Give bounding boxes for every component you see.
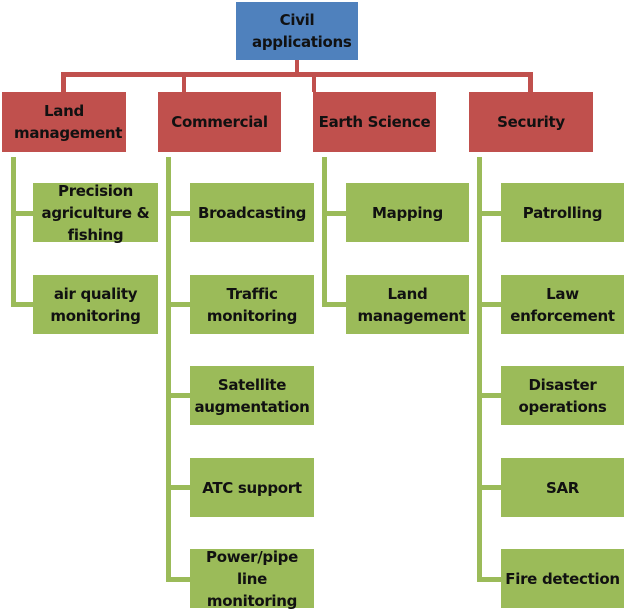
branch <box>477 485 501 490</box>
leaf-precision-agriculture: Precision agriculture & fishing <box>33 182 158 244</box>
leaf-satellite-augmentation: Satellite augmentation <box>190 366 314 425</box>
leaf-fire-detection: Fire detection <box>501 549 624 608</box>
branch <box>477 211 501 216</box>
branch <box>477 577 501 582</box>
branch <box>166 302 190 307</box>
branch <box>166 393 190 398</box>
category-label: Earth Science <box>318 113 431 131</box>
category-label: Land management <box>14 102 123 142</box>
branch <box>11 211 33 216</box>
leaf-label: SAR <box>545 478 580 497</box>
leaf-label: ATC support <box>202 478 302 497</box>
connector-drop-3 <box>312 72 316 92</box>
leaf-label: Fire detection <box>505 569 620 588</box>
leaf-traffic-monitoring: Traffic monitoring <box>190 275 314 334</box>
leaf-sar: SAR <box>501 458 624 517</box>
leaf-label: Precision agriculture & fishing <box>41 181 150 244</box>
category-label: Security <box>497 113 565 131</box>
leaf-label: Law enforcement <box>510 284 615 325</box>
leaf-label: Mapping <box>372 203 443 222</box>
spine-earth-science <box>322 157 327 306</box>
connector-drop-4 <box>528 72 533 92</box>
root-node: Civil applications <box>236 2 358 60</box>
root-connector-stem <box>295 60 299 74</box>
branch <box>166 211 190 216</box>
category-security: Security <box>469 92 593 152</box>
branch <box>11 302 33 307</box>
leaf-label: Broadcasting <box>197 203 307 222</box>
leaf-label: Satellite augmentation <box>194 375 310 416</box>
leaf-power-pipe-line-monitoring: Power/pipe line monitoring <box>190 548 314 610</box>
leaf-label: Traffic monitoring <box>206 284 298 325</box>
leaf-label: air quality monitoring <box>50 284 141 325</box>
connector-drop-2 <box>182 72 186 92</box>
leaf-label: Power/pipe line monitoring <box>206 547 298 610</box>
leaf-label: Land management <box>357 284 466 325</box>
category-label: Commercial <box>171 113 268 131</box>
branch <box>166 485 190 490</box>
spine-security <box>477 157 482 581</box>
leaf-label: Patrolling <box>522 203 603 222</box>
leaf-label: Disaster operations <box>518 375 607 416</box>
branch <box>322 211 346 216</box>
leaf-land-management: Land management <box>346 275 469 334</box>
leaf-patrolling: Patrolling <box>501 183 624 242</box>
category-earth-science: Earth Science <box>313 92 436 152</box>
leaf-mapping: Mapping <box>346 183 469 242</box>
leaf-disaster-operations: Disaster operations <box>501 366 624 425</box>
root-label: Civil applications <box>252 11 352 51</box>
leaf-broadcasting: Broadcasting <box>190 183 314 242</box>
root-connector-bar <box>61 72 533 77</box>
branch <box>477 302 501 307</box>
branch <box>477 393 501 398</box>
leaf-atc-support: ATC support <box>190 458 314 517</box>
spine-land-management <box>11 157 16 306</box>
leaf-law-enforcement: Law enforcement <box>501 275 624 334</box>
category-land-management: Land management <box>2 92 126 152</box>
leaf-air-quality-monitoring: air quality monitoring <box>33 275 158 334</box>
branch <box>166 577 190 582</box>
spine-commercial <box>166 157 171 581</box>
branch <box>322 302 346 307</box>
connector-drop-1 <box>61 72 66 92</box>
category-commercial: Commercial <box>158 92 281 152</box>
